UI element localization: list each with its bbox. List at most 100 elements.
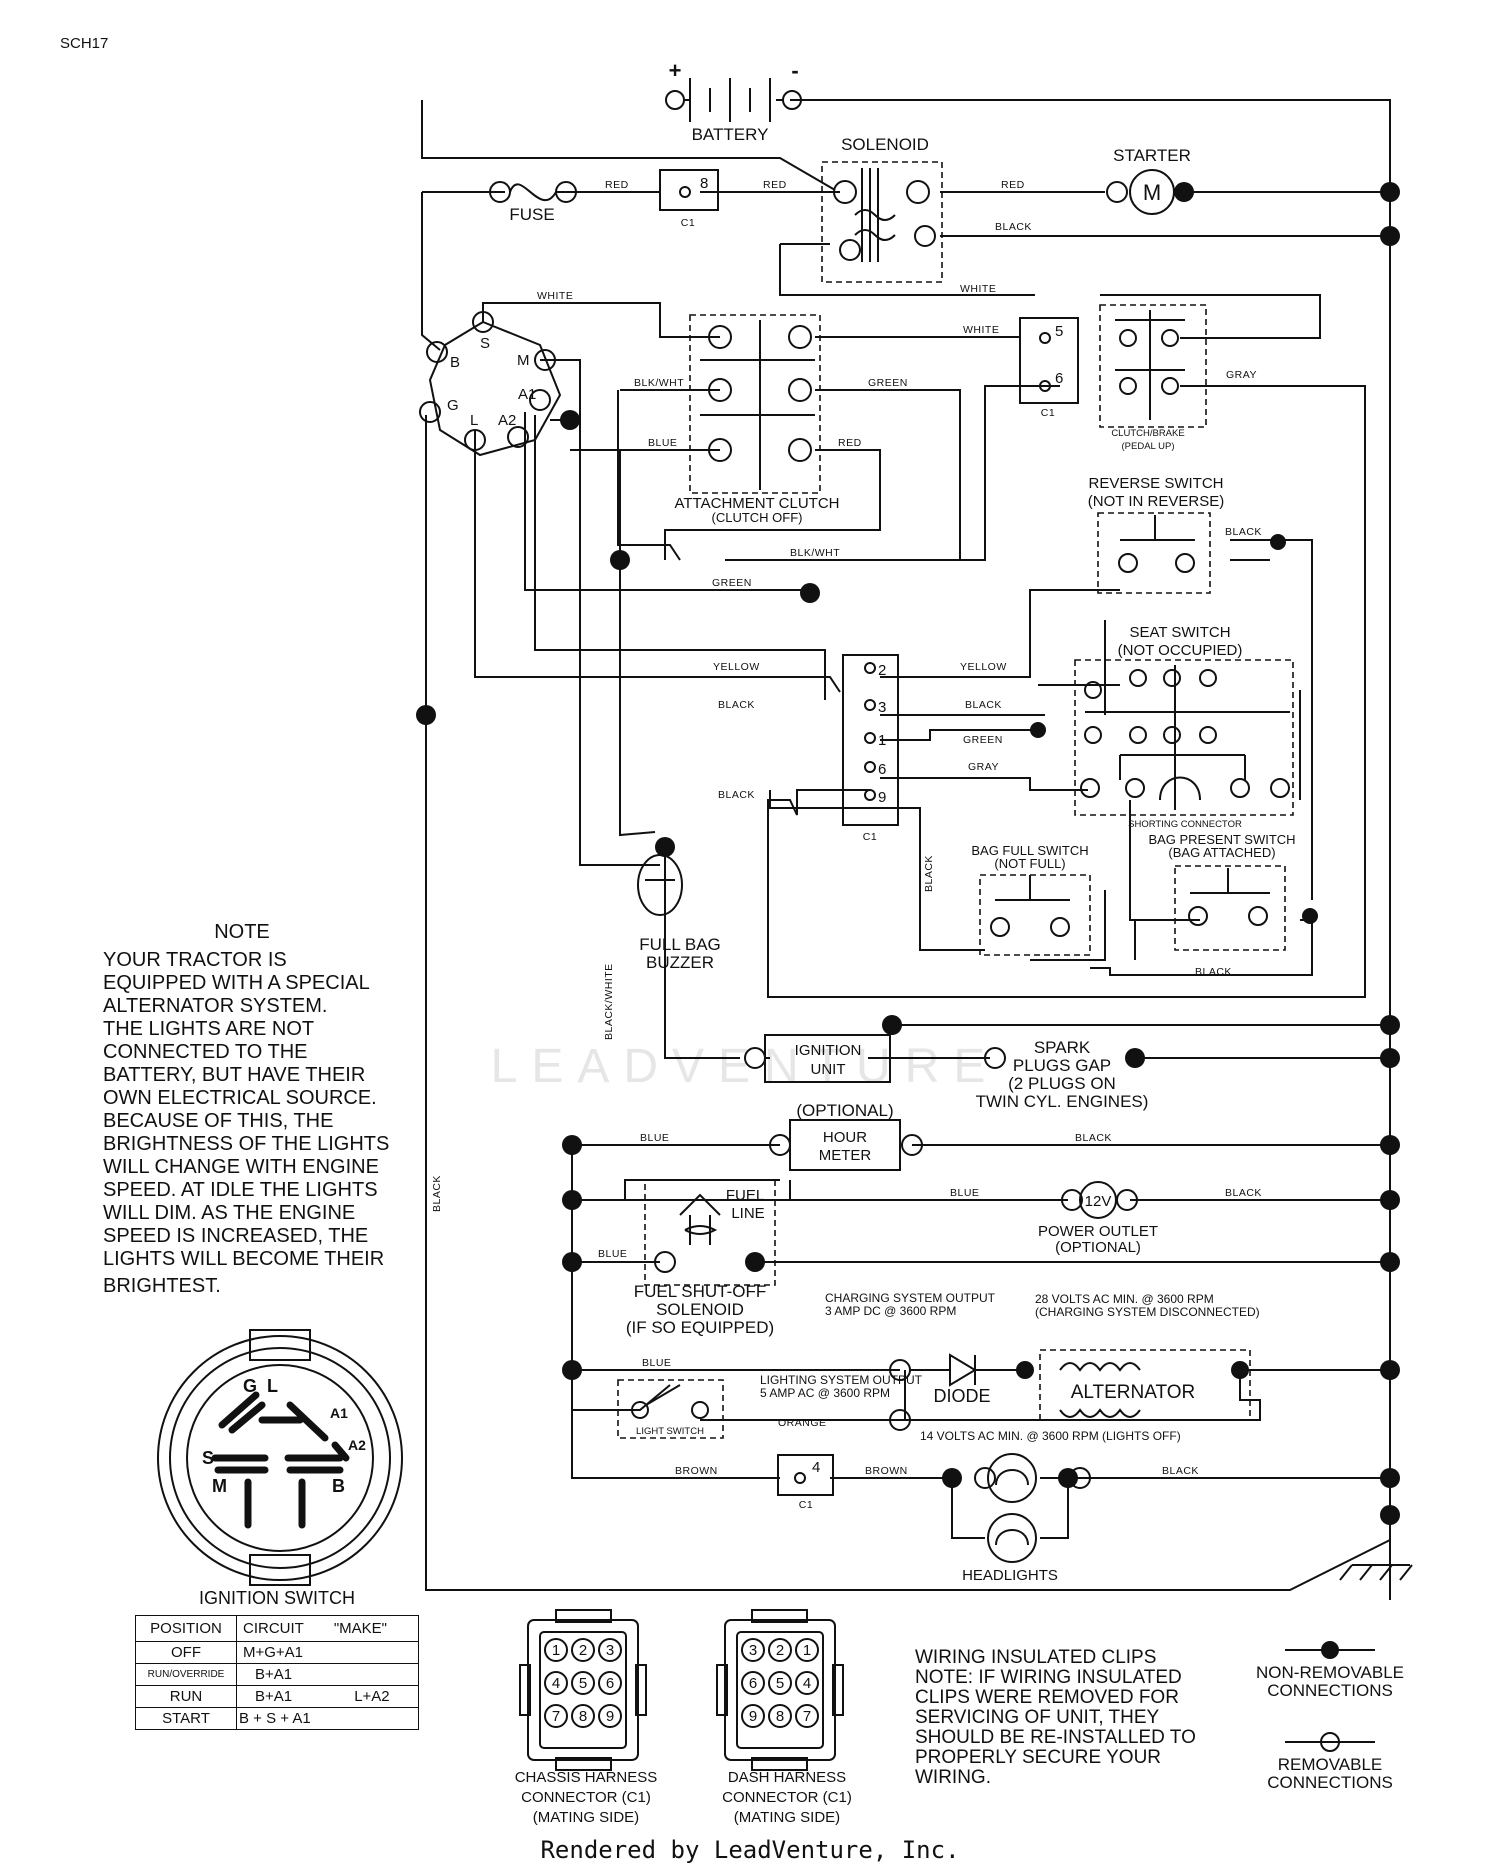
svg-text:WHITE: WHITE [963,324,999,336]
svg-text:UNIT: UNIT [811,1061,846,1078]
svg-text:FUEL SHUT-OFF: FUEL SHUT-OFF [634,1282,767,1301]
svg-text:(BAG ATTACHED): (BAG ATTACHED) [1168,845,1275,860]
seat-switch: SEAT SWITCH (NOT OCCUPIED) SHORTING CONN… [1074,624,1294,830]
svg-text:BLACK: BLACK [965,699,1002,711]
svg-text:B: B [450,354,460,371]
ignition-switch-symbol: B S M G A1 L A2 [419,311,562,457]
svg-text:GRAY: GRAY [1226,369,1257,381]
svg-text:BAG FULL SWITCH: BAG FULL SWITCH [971,843,1088,858]
svg-text:12V: 12V [1085,1193,1112,1210]
svg-text:BRIGHTNESS OF THE LIGHTS: BRIGHTNESS OF THE LIGHTS [103,1133,389,1155]
svg-text:IGNITION: IGNITION [795,1042,862,1059]
svg-text:YOUR TRACTOR IS: YOUR TRACTOR IS [103,949,287,971]
svg-text:RED: RED [763,179,787,191]
svg-text:LIGHT SWITCH: LIGHT SWITCH [636,1426,704,1437]
svg-text:C1: C1 [1041,407,1055,419]
svg-text:BAG PRESENT SWITCH: BAG PRESENT SWITCH [1148,832,1295,847]
ignition-switch-table: POSITION CIRCUIT"MAKE" OFF M+G+A1 RUN/OV… [135,1615,420,1730]
starter-label: STARTER [1113,146,1191,165]
svg-text:6: 6 [1055,370,1063,387]
svg-text:C1: C1 [863,831,877,843]
power-outlet: 12V POWER OUTLET (OPTIONAL) [1038,1181,1158,1256]
svg-text:CHARGING SYSTEM OUTPUT: CHARGING SYSTEM OUTPUT [825,1291,996,1305]
svg-text:5 AMP AC @ 3600 RPM: 5 AMP AC @ 3600 RPM [760,1386,890,1400]
note-title: NOTE [214,921,270,943]
svg-text:BLACK: BLACK [995,221,1032,233]
svg-text:FULL BAG: FULL BAG [639,935,721,954]
svg-text:FUEL: FUEL [726,1187,764,1204]
note-block: NOTE YOUR TRACTOR IS EQUIPPED WITH A SPE… [103,921,389,1297]
svg-text:(NOT IN REVERSE): (NOT IN REVERSE) [1088,493,1224,510]
starter-symbol: M [1143,180,1161,205]
svg-text:BLUE: BLUE [642,1357,671,1369]
watermark: LEADVENTURE [491,1040,1000,1093]
wire-labels: RED RED RED BLACK WHITE WHITE WHITE GRAY… [431,179,1262,1477]
svg-text:CONNECTED TO THE: CONNECTED TO THE [103,1041,307,1063]
svg-text:4: 4 [812,1459,820,1476]
svg-text:BRIGHTEST.: BRIGHTEST. [103,1275,221,1297]
hour-meter: (OPTIONAL) HOUR METER [769,1101,923,1171]
svg-text:RED: RED [838,437,862,449]
svg-text:B: B [332,1476,345,1496]
svg-text:M: M [212,1476,227,1496]
svg-text:9: 9 [878,789,886,806]
svg-text:(2 PLUGS ON: (2 PLUGS ON [1008,1074,1116,1093]
fuse-label: FUSE [509,205,554,224]
full-bag-buzzer: FULL BAG BUZZER [637,854,721,972]
svg-text:SPARK: SPARK [1034,1038,1091,1057]
svg-text:SPEED IS INCREASED, THE: SPEED IS INCREASED, THE [103,1225,368,1247]
table-header: POSITION [135,1615,237,1642]
svg-text:OWN ELECTRICAL SOURCE.: OWN ELECTRICAL SOURCE. [103,1087,377,1109]
battery-minus: - [791,58,798,83]
ignition-unit: IGNITION UNIT [744,1034,1006,1083]
svg-text:BLACK: BLACK [923,855,935,892]
starter: M STARTER [1106,146,1191,215]
svg-text:(PEDAL UP): (PEDAL UP) [1122,441,1175,452]
svg-text:5: 5 [1055,323,1063,340]
svg-text:L: L [267,1376,278,1396]
svg-text:M: M [517,352,530,369]
svg-text:(OPTIONAL): (OPTIONAL) [1055,1239,1141,1256]
ignition-switch-table-block: IGNITION SWITCH POSITION CIRCUIT"MAKE" O… [135,1588,420,1730]
c1-pins-5-6: 5 6 C1 [1019,317,1079,419]
svg-text:GREEN: GREEN [712,577,752,589]
svg-text:DIODE: DIODE [933,1386,990,1406]
table-header: CIRCUIT"MAKE" [236,1615,419,1642]
svg-text:HOUR: HOUR [823,1129,867,1146]
svg-text:S: S [202,1448,214,1468]
reverse-switch: REVERSE SWITCH (NOT IN REVERSE) [1088,475,1224,594]
svg-text:1: 1 [878,732,886,749]
c1-pin4: 4 C1 [777,1454,834,1511]
ignition-switch-face: G L A1 A2 S M B [157,1329,403,1586]
svg-text:ORANGE: ORANGE [778,1417,827,1429]
svg-text:BLACK: BLACK [1225,526,1262,538]
svg-text:L: L [470,412,478,429]
fuel-shutoff-solenoid: FUEL LINE FUEL SHUT-OFF SOLENOID (IF SO … [626,1179,776,1337]
svg-text:WILL CHANGE WITH ENGINE: WILL CHANGE WITH ENGINE [103,1156,379,1178]
svg-text:14 VOLTS AC MIN. @ 3600 RPM (L: 14 VOLTS AC MIN. @ 3600 RPM (LIGHTS OFF) [920,1429,1181,1443]
svg-text:28 VOLTS AC MIN. @ 3600 RPM: 28 VOLTS AC MIN. @ 3600 RPM [1035,1292,1214,1306]
svg-text:6: 6 [878,761,886,778]
bag-full-switch: BAG FULL SWITCH (NOT FULL) [971,843,1091,956]
svg-text:ATTACHMENT CLUTCH: ATTACHMENT CLUTCH [675,495,840,512]
c1-main: 2 3 1 6 9 C1 [842,654,899,843]
svg-text:ALTERNATOR SYSTEM.: ALTERNATOR SYSTEM. [103,995,327,1017]
svg-text:YELLOW: YELLOW [960,661,1007,673]
svg-text:BLUE: BLUE [640,1132,669,1144]
svg-text:BLACK: BLACK [431,1175,443,1212]
svg-text:BLUE: BLUE [950,1187,979,1199]
svg-text:HEADLIGHTS: HEADLIGHTS [962,1567,1058,1584]
attachment-clutch: ATTACHMENT CLUTCH (CLUTCH OFF) [675,314,840,525]
svg-text:RED: RED [1001,179,1025,191]
solenoid-label: SOLENOID [841,135,929,154]
svg-text:(OPTIONAL): (OPTIONAL) [796,1101,893,1120]
svg-text:PLUGS GAP: PLUGS GAP [1013,1056,1111,1075]
svg-text:A2: A2 [348,1437,366,1453]
svg-text:METER: METER [819,1147,872,1164]
svg-text:BLUE: BLUE [598,1248,627,1260]
svg-text:BLACK: BLACK [1162,1465,1199,1477]
svg-text:BLACK: BLACK [1075,1132,1112,1144]
fuse: FUSE [489,181,577,224]
svg-text:SOLENOID: SOLENOID [656,1300,744,1319]
